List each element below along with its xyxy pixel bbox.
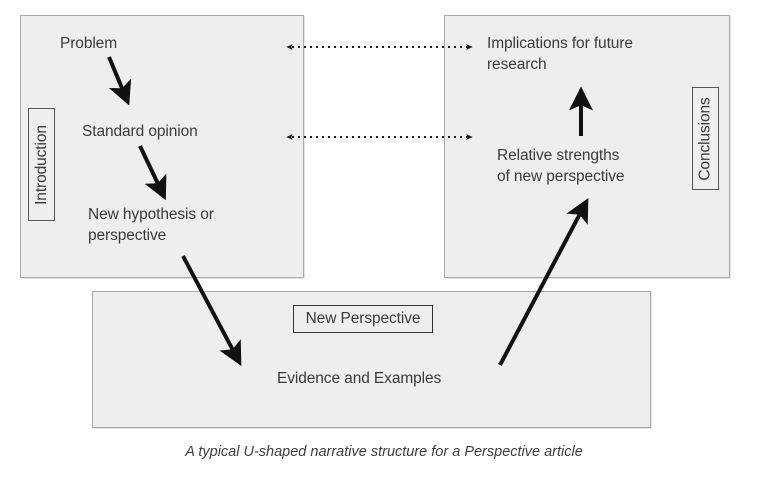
label-box-new-perspective-text: New Perspective xyxy=(305,310,421,327)
side-label-introduction-text: Introduction xyxy=(32,124,50,205)
node-relative-strengths: Relative strengths of new perspective xyxy=(497,147,625,185)
node-evidence-and-examples: Evidence and Examples xyxy=(277,370,442,387)
panel-introduction xyxy=(20,15,304,278)
figure-caption: A typical U-shaped narrative structure f… xyxy=(185,444,583,460)
node-implications-future-research: Implications for future research xyxy=(487,35,633,73)
side-label-conclusions-text: Conclusions xyxy=(696,96,714,181)
side-label-introduction: Introduction xyxy=(28,108,55,221)
node-standard-opinion: Standard opinion xyxy=(82,123,198,140)
node-problem: Problem xyxy=(60,35,118,52)
panel-conclusions xyxy=(444,15,730,278)
node-new-hypothesis: New hypothesis or perspective xyxy=(88,206,214,244)
side-label-conclusions: Conclusions xyxy=(692,87,719,190)
label-box-new-perspective: New Perspective xyxy=(293,305,433,333)
